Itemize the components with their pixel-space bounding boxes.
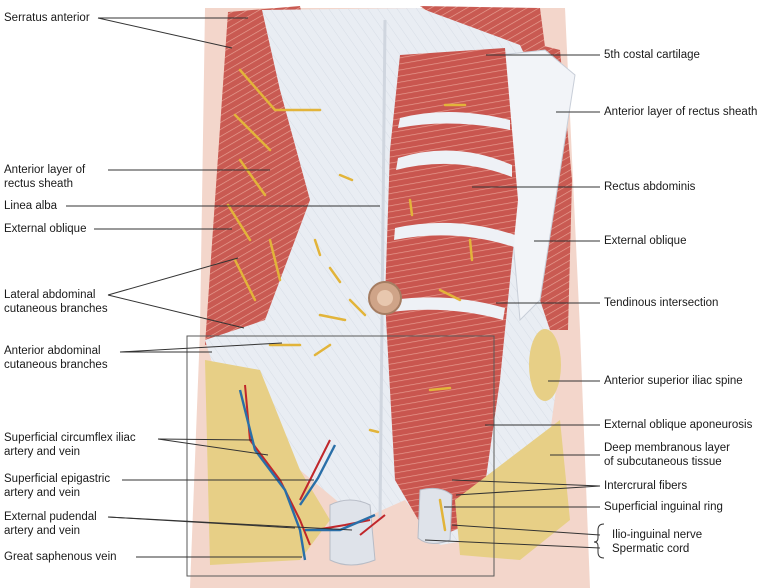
label-ilio-inguinal-nerve: Ilio-inguinal nerve [612,529,703,541]
label-anterior-layer-rectus-sheath-left-2: rectus sheath [4,178,74,190]
label-superficial-circumflex-1: Superficial circumflex iliac [4,432,136,444]
label-deep-membranous-2: of subcutaneous tissue [604,456,722,468]
label-anterior-superior-iliac-spine: Anterior superior iliac spine [604,375,743,387]
label-lateral-abdominal-1: Lateral abdominal [4,289,96,301]
label-great-saphenous-vein: Great saphenous vein [4,551,117,563]
detail-frame [186,335,495,577]
label-anterior-abdominal-2: cutaneous branches [4,359,108,371]
label-serratus-anterior: Serratus anterior [4,12,90,24]
label-spermatic-cord: Spermatic cord [612,543,690,555]
tendinous-band-2 [396,150,512,177]
label-superficial-epigastric-2: artery and vein [4,487,81,499]
label-external-oblique-right: External oblique [604,235,687,247]
label-intercrural-fibers: Intercrural fibers [604,480,688,492]
label-superficial-circumflex-2: artery and vein [4,446,81,458]
label-rectus-abdominis: Rectus abdominis [604,181,696,193]
label-superficial-inguinal-ring: Superficial inguinal ring [604,501,723,513]
right-inguinal-cord [417,487,453,544]
label-5th-costal-cartilage: 5th costal cartilage [604,49,700,61]
tendinous-band-4 [391,297,505,320]
tendinous-band-3 [394,222,515,247]
rectus-abdominis-muscle [385,48,518,540]
linea-alba-line [378,19,387,521]
label-superficial-epigastric-1: Superficial epigastric [4,473,111,485]
tendinous-band-1 [398,111,510,130]
label-anterior-layer-rectus-sheath-right: Anterior layer of rectus sheath [604,106,758,118]
label-tendinous-intersection: Tendinous intersection [604,297,719,309]
leader-lines-right [424,54,601,549]
label-deep-membranous-1: Deep membranous layer [604,442,730,454]
label-lateral-abdominal-2: cutaneous branches [4,303,108,315]
veins [238,389,376,561]
label-linea-alba: Linea alba [4,200,58,212]
label-bracket [593,523,605,559]
label-external-pudendal-1: External pudendal [4,511,97,523]
label-anterior-abdominal-1: Anterior abdominal [4,345,101,357]
label-external-oblique-left: External oblique [4,223,87,235]
cutaneous-nerves [226,68,474,532]
leader-lines-left [66,17,380,558]
label-anterior-layer-rectus-sheath-left-1: Anterior layer of [4,164,86,176]
spermatic-cord [329,499,376,566]
right-subcutaneous-fat [455,420,570,560]
asis-fat [529,329,561,401]
label-external-pudendal-2: artery and vein [4,525,81,537]
label-external-oblique-aponeurosis: External oblique aponeurosis [604,419,753,431]
